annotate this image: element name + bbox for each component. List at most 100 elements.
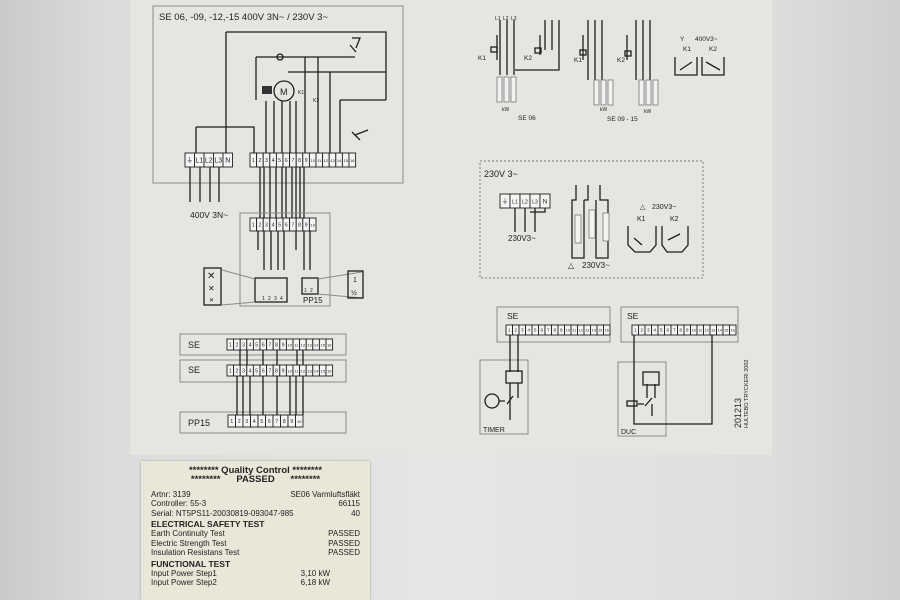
terminal-number: 9 [282,342,285,348]
terminal-number: 3 [265,222,268,228]
terminal-number: 16 [605,329,609,333]
print-code: 201213 [733,398,743,428]
test-result: 3,10 kW [300,569,330,579]
terminal-number: 5 [278,222,281,228]
thermostat-icon [349,37,361,53]
strip-to-pp15-wiring [259,167,305,218]
motor-capacitor-icon [262,86,272,94]
terminal-number: 13 [307,342,312,347]
terminal-number: 7 [275,419,278,425]
timer-label: TIMER [483,427,505,434]
terminal-number: 10 [287,368,292,373]
terminal-number: 6 [262,342,265,348]
supply-leads [189,167,220,202]
star-connection-icons [674,57,725,76]
terminal-number: 10 [692,329,696,333]
terminal-number: 11 [294,342,299,347]
terminal-number: 12 [301,368,306,373]
terminal-number: 13 [330,158,335,163]
terminal-number: 1 [230,419,233,425]
duc-se-label: SE [627,311,639,321]
duc-frame [617,361,667,437]
duc-se-frame [620,306,739,343]
terminal-number: 9 [282,368,285,374]
terminal-number: 5 [255,342,258,348]
supply-voltage-label: 400V 3N~ [190,210,228,220]
terminal-number: 4 [272,158,275,164]
qc-status: ******** PASSED ******** [190,474,321,486]
timer-switch-icon [499,395,514,405]
pp15-internal-wiring [257,231,311,270]
terminal-number: 5 [534,328,537,333]
terminal [308,217,317,232]
terminal-number: 3 [265,158,268,164]
functional-heading: FUNCTIONAL TEST [151,558,231,569]
test-result: 6,18 kW [300,578,330,588]
terminal-number: 4 [249,342,252,348]
output-number: 1 [304,288,307,294]
terminal-number: 12 [705,329,709,333]
230v-title: 230V 3~ [484,169,518,179]
timer-se-frame [496,306,611,343]
printer-name: HULTEBO TRYCKERI 2002 [744,360,750,428]
grid-number: 4 [280,296,283,302]
terminal-number: 10 [297,419,302,424]
supply-wiring [195,31,387,153]
main-wiring-diagram: SE 06, -09, -12,-15 400V 3N~ / 230V 3~ M… [152,5,404,220]
contactor-voltage-label: 230V3~ [652,204,676,211]
terminal-number: L3 [214,157,222,164]
terminal-number: 12 [301,342,306,347]
terminal-number: 13 [307,368,312,373]
phase-label: L2 [503,16,509,22]
test-name: Earth Continuity Test [151,529,225,539]
terminal-voltage-label: 230V3~ [508,234,536,243]
speed-half-label: ½ [351,289,357,297]
terminal-number: 2 [238,419,241,425]
terminal-number: 5 [278,158,281,164]
heater-contactor-diagrams: L1 L2 L3 K1 K2 K1 K2 kW kW kW SE 06 SE 0… [478,16,725,123]
controller-value: 66115 [338,499,360,509]
pp15-strip-label: PP15 [188,418,210,428]
main-diagram-title: SE 06, -09, -12,-15 400V 3N~ / 230V 3~ [159,12,328,23]
terminal-number: 16 [327,342,332,347]
grid-number: 3 [274,296,277,302]
terminal-number: ⏚ [502,197,509,205]
duc-wiring [633,335,713,425]
k1-label: K1 [574,57,582,64]
phase-label: L3 [511,16,517,22]
terminal-number: 1 [229,368,232,374]
terminal-number: 14 [314,368,319,373]
terminal-number: 6 [666,328,669,333]
terminal-number: 16 [350,158,355,163]
terminal-number: 3 [242,368,245,374]
artnr: Artnr: 3139 [151,489,191,499]
terminal-number: 2 [640,328,643,333]
terminal-number: 15 [320,368,325,373]
terminal-number: 14 [718,329,722,333]
speed-full-label: 1 [353,277,357,284]
k2-coil-icon [624,50,632,57]
terminal-number: 10 [310,222,315,227]
terminal-number: 3 [647,328,650,333]
terminal-number: 6 [262,368,265,374]
terminal-number: 8 [298,158,301,164]
test-name: Electric Strength Test [151,538,227,548]
230v-terminal-wiring [514,208,546,232]
terminal-number: 14 [314,342,319,347]
terminal-number: 10 [310,158,315,163]
terminal-number: 15 [343,158,348,163]
terminal-number: 6 [285,222,288,228]
terminal-number: 13 [585,329,589,333]
terminal-number: L3 [532,199,538,205]
fan-high-icon: ✕ [207,271,215,282]
terminal-number: 14 [337,158,342,163]
terminal-number: 16 [327,368,332,373]
terminal-number: 5 [660,328,663,333]
terminal-number: 4 [272,222,275,228]
se-strip-label: SE [188,340,200,350]
delta-symbol-icon: △ [568,261,575,270]
timer-relay-icon [505,370,523,384]
